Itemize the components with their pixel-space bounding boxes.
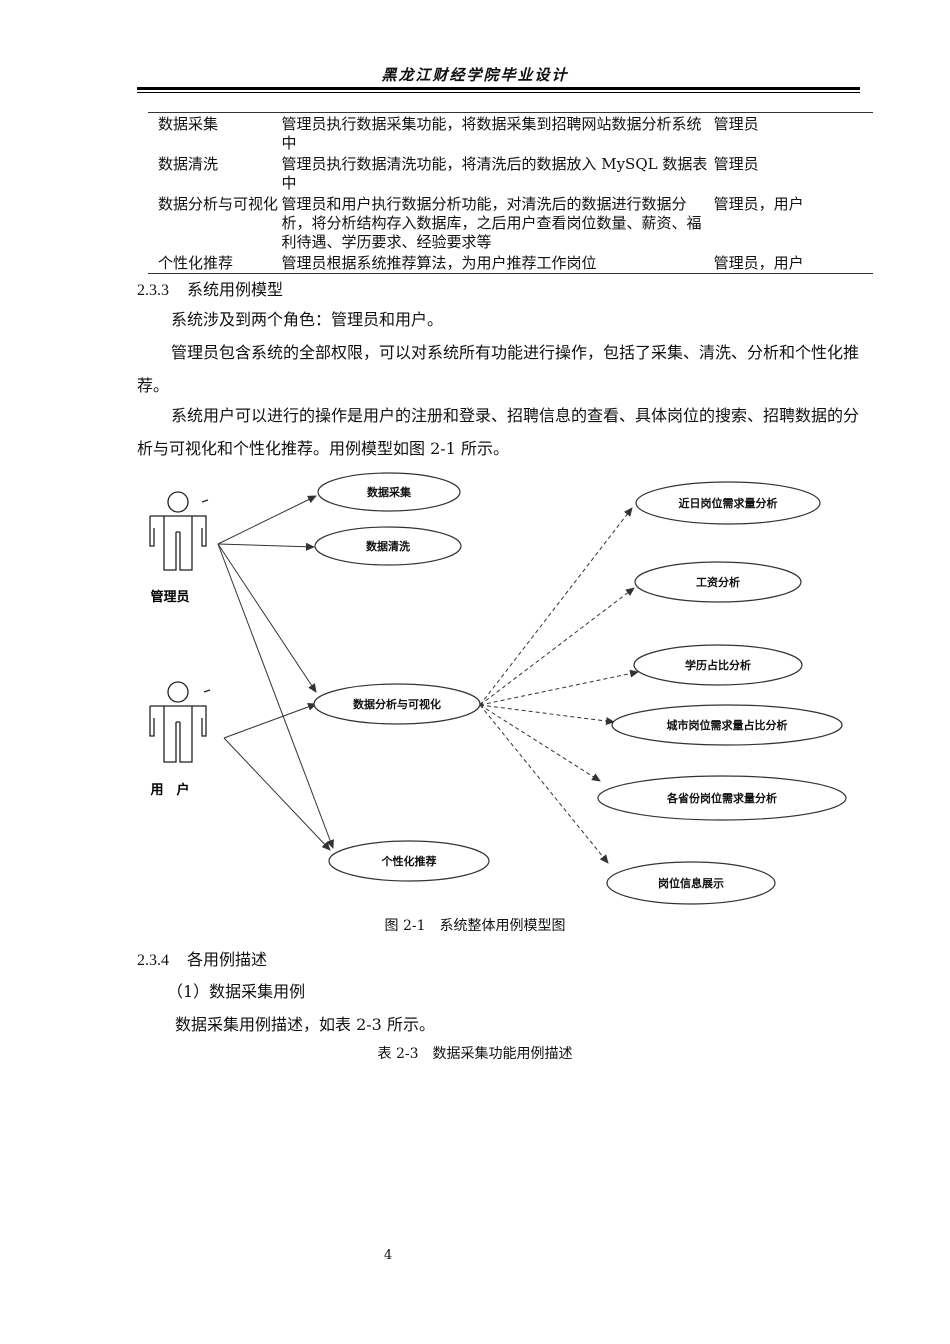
list-item-heading: （1）数据采集用例: [167, 982, 306, 1001]
use-case-city-demand: [611, 704, 843, 746]
admin-actor-label: 管理员: [150, 589, 189, 605]
body-paragraph: 数据采集用例描述，如表 2-3 所示。: [175, 1015, 435, 1034]
assoc-admin-recommend: [217, 543, 334, 849]
table-row: 个性化推荐 管理员根据系统推荐算法，为用户推荐工作岗位 管理员，用户: [148, 252, 873, 274]
figure-caption: 图 2-1 系统整体用例模型图: [384, 918, 566, 934]
section-number: 2.3.4: [137, 952, 169, 969]
use-case-label: 数据清洗: [366, 539, 410, 553]
use-case-recommend: [328, 840, 490, 882]
table-cell-function: 数据清洗: [158, 155, 219, 173]
table-cell-actor: 管理员，用户: [709, 252, 873, 274]
use-case-label: 个性化推荐: [381, 854, 437, 868]
table-cell-description: 管理员根据系统推荐算法，为用户推荐工作岗位: [281, 252, 710, 274]
body-paragraph: 系统用户可以进行的操作是用户的注册和登录、招聘信息的查看、具体岗位的搜索、招聘数…: [137, 406, 860, 458]
table-cell-function: 数据分析与可视化: [158, 195, 279, 213]
extend-education: [479, 669, 639, 706]
use-case-label: 学历占比分析: [685, 658, 751, 672]
use-case-analysis: [313, 683, 481, 725]
header-rule-thin: [137, 92, 860, 93]
use-case-label: 各省份岗位需求量分析: [666, 791, 777, 805]
use-case-label: 数据采集: [367, 485, 412, 499]
section-heading-2-3-4: 2.3.4 各用例描述: [137, 946, 267, 970]
use-case-collect: [317, 472, 461, 512]
table-cell-actor: 管理员: [713, 155, 759, 173]
assoc-user-analysis: [223, 703, 317, 739]
body-paragraph: 系统涉及到两个角色：管理员和用户。: [171, 310, 444, 329]
header-rule-thick: [137, 87, 860, 90]
assoc-admin-clean: [217, 542, 315, 551]
extend-province-demand: [479, 704, 601, 782]
use-case-clean: [314, 526, 462, 566]
extend-city-demand: [479, 704, 615, 725]
body-paragraph: 管理员包含系统的全部权限，可以对系统所有功能进行操作，包括了采集、清洗、分析和个…: [137, 343, 860, 395]
use-case-recent-demand: [635, 481, 821, 525]
table-cell-actor: 管理员: [709, 112, 873, 153]
use-case-label: 工资分析: [696, 575, 740, 589]
assoc-admin-collect: [217, 495, 317, 545]
use-case-label: 数据分析与可视化: [353, 697, 441, 711]
extend-salary: [479, 587, 635, 706]
table-cell-function: 数据采集: [148, 112, 282, 153]
use-case-label: 城市岗位需求量占比分析: [667, 718, 788, 732]
use-case-education: [633, 644, 803, 686]
use-case-province-demand: [597, 775, 847, 821]
use-case-label: 岗位信息展示: [658, 876, 724, 890]
admin-actor-icon: [149, 491, 209, 571]
user-actor-icon: [149, 681, 211, 763]
table-cell-actor: 管理员，用户: [713, 195, 804, 213]
table-cell-function: 个性化推荐: [148, 252, 282, 274]
assoc-user-recommend: [223, 737, 331, 851]
table-caption: 表 2-3 数据采集功能用例描述: [377, 1046, 573, 1062]
section-title: 各用例描述: [187, 950, 268, 969]
use-case-salary: [634, 561, 802, 603]
section-number: 2.3.3: [137, 282, 169, 299]
table-cell-description: 管理员执行数据清洗功能，将清洗后的数据放入 MySQL 数据表中: [281, 155, 708, 192]
table-row: 数据分析与可视化 管理员和用户执行数据分析功能，对清洗后的数据进行数据分析，将分…: [148, 193, 873, 252]
extend-job-info: [479, 704, 609, 864]
table-row: 数据采集 管理员执行数据采集功能，将数据采集到招聘网站数据分析系统中 管理员: [148, 112, 873, 153]
table-cell-description: 管理员执行数据采集功能，将数据采集到招聘网站数据分析系统中: [281, 112, 710, 153]
section-title: 系统用例模型: [187, 280, 284, 299]
use-case-label: 近日岗位需求量分析: [679, 496, 778, 510]
assoc-admin-analysis: [217, 543, 317, 693]
use-case-diagram: 管理员 用 户 数据采集 数据清洗: [149, 472, 847, 905]
running-header-title: 黑龙江财经学院毕业设计: [381, 66, 569, 84]
user-actor-label: 用 户: [149, 782, 189, 798]
table-cell-description: 管理员和用户执行数据分析功能，对清洗后的数据进行数据分析，将分析结构存入数据库，…: [281, 195, 702, 251]
section-heading-2-3-3: 2.3.3 系统用例模型: [137, 276, 283, 300]
use-case-summary-table: 数据采集 管理员执行数据采集功能，将数据采集到招聘网站数据分析系统中 管理员 数…: [148, 112, 873, 274]
use-case-job-info: [606, 861, 776, 905]
page-number: 4: [383, 1248, 393, 1263]
table-row: 数据清洗 管理员执行数据清洗功能，将清洗后的数据放入 MySQL 数据表中 管理…: [148, 153, 873, 193]
